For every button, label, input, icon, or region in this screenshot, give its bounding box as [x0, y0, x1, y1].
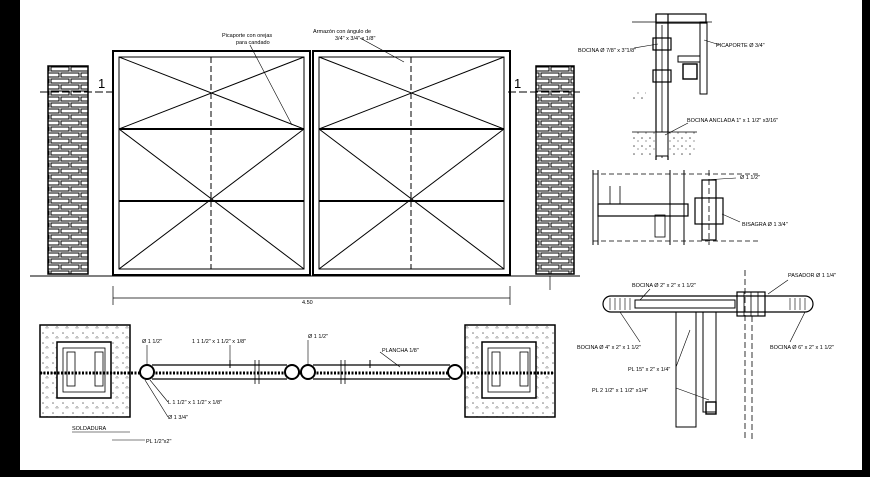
plan-pipe-small-label: Ø 1 3/4"	[168, 415, 188, 421]
latch-bushing-label: BOCINA Ø 7/8" x 3"1/8"	[578, 48, 636, 54]
plate-15-label: PL 15" x 2" x 1/4"	[628, 367, 670, 373]
plan-detail	[39, 324, 556, 441]
brick-pillar-left	[47, 65, 89, 275]
paper	[20, 0, 862, 470]
width-dimension: 4.50	[302, 300, 313, 306]
gate-leaf-right	[312, 50, 511, 276]
base-plate-label: PL 1/2"x2"	[146, 439, 171, 445]
brick-pillar-right	[535, 65, 575, 275]
hinge-tube-label: Ø 1 1/2"	[740, 175, 760, 181]
section-mark-right: 1	[514, 76, 521, 91]
note-angle: Armazón con ángulo de	[313, 29, 371, 35]
hinge-label: BISAGRA Ø 1 3/4"	[742, 222, 788, 228]
note-angle-2: 3/4" x 3/4" x 1/8"	[335, 36, 375, 42]
note-latch: Picaporte con orejas	[222, 33, 272, 39]
plan-plate-label: PLANCHA 1/8"	[382, 348, 419, 354]
latch-detail: BOCINA Ø 7/8" x 3"1/8" PICAPORTE Ø 3/4" …	[578, 13, 778, 160]
plan-angle-frame-label: 1 1 1/2" x 1 1/2" x 1/8"	[192, 339, 246, 345]
latch-label: PICAPORTE Ø 3/4"	[716, 43, 765, 49]
anchored-bushing-label: BOCINA ANCLADA 1" x 1 1/2" x3/16"	[687, 118, 778, 124]
plan-pipe-center-label: Ø 1 1/2"	[308, 334, 328, 340]
pasador-label: PASADOR Ø 1 1/4"	[788, 273, 836, 279]
plate-2-label: PL 2 1/2" x 1 1/2" x1/4"	[592, 388, 648, 394]
gate-leaf-left	[112, 50, 311, 276]
bushing-right-label: BOCINA Ø 6" x 2" x 1 1/2"	[770, 345, 834, 351]
plan-angle-lower-label: L 1 1/2" x 1 1/2" x 1/8"	[168, 400, 222, 406]
note-latch-2: para candado	[236, 40, 270, 46]
bushing-top-label: BOCINA Ø 2" x 2" x 1 1/2"	[632, 283, 696, 289]
plan-pipe-left-label: Ø 1 1/2"	[142, 339, 162, 345]
hinge-detail	[592, 170, 760, 245]
bolt-detail	[602, 270, 814, 440]
weld-label: SOLDADURA	[72, 426, 107, 432]
section-mark-left: 1	[98, 76, 105, 91]
gate-elevation: 1 1 Picaporte con orejas para candado Ar…	[30, 29, 580, 306]
bushing-left-label: BOCINA Ø 4" x 2" x 1 1/2"	[577, 345, 641, 351]
